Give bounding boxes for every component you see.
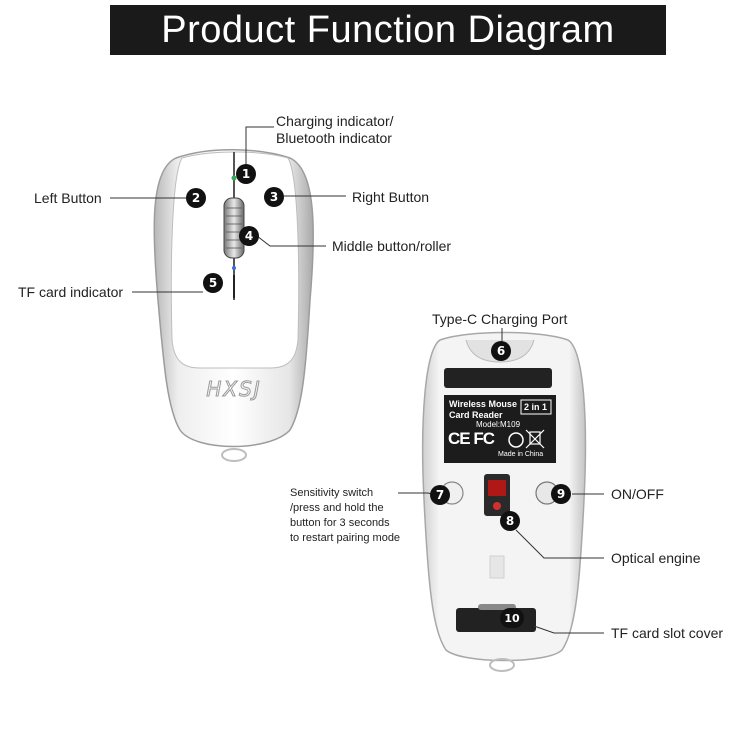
badge-7: 7 [430, 485, 450, 505]
label-type-c: Type-C Charging Port [432, 311, 568, 327]
leader-lines [110, 126, 604, 634]
label-tf-indicator: TF card indicator [18, 284, 124, 300]
weee-bin-icon [525, 429, 545, 449]
label-on-off: ON/OFF [611, 486, 664, 502]
badge-8: 8 [500, 511, 520, 531]
badge-5: 5 [203, 273, 223, 293]
label-charging-2: Bluetooth indicator [276, 130, 392, 146]
label-sensitivity-1: Sensitivity switch [290, 487, 374, 499]
label-sensitivity-3: button for 3 seconds [290, 517, 390, 529]
badge-1: 1 [236, 164, 256, 184]
label-optical: Optical engine [611, 550, 701, 566]
label-tf-cover: TF card slot cover [611, 625, 724, 641]
lanyard-loop-bottom [489, 658, 515, 672]
label-line-1: Wireless Mouse [449, 399, 517, 409]
badge-10: 10 [500, 608, 524, 628]
badge-9: 9 [551, 484, 571, 504]
top-foot-pad [444, 368, 552, 388]
label-line-2: Card Reader [449, 410, 503, 420]
badge-2: 2 [186, 188, 206, 208]
label-sensitivity-2: /press and hold the [290, 502, 384, 514]
brand-logo: HXSJ [206, 377, 261, 401]
label-origin: Made in China [498, 451, 544, 458]
badge-3: 3 [264, 187, 284, 207]
label-sensitivity-4: to restart pairing mode [290, 532, 401, 544]
label-left-button: Left Button [34, 190, 102, 206]
label-marks: CE FC [448, 429, 495, 448]
label-model: Model:M109 [476, 420, 521, 429]
label-right-button: Right Button [352, 189, 430, 205]
label-middle-button: Middle button/roller [332, 238, 452, 254]
mouse-top-view: HXSJ [153, 149, 315, 462]
lanyard-loop-top [221, 448, 247, 462]
tf-indicator-led [232, 266, 236, 270]
badge-6: 6 [491, 341, 511, 361]
badge-4: 4 [239, 226, 259, 246]
badge-2in1 [520, 399, 552, 415]
card-icon [489, 555, 505, 579]
diagram-title: Product Function Diagram [110, 5, 666, 55]
charging-indicator-led [231, 175, 237, 181]
product-label [444, 395, 556, 463]
rohs-10-icon [508, 432, 524, 448]
label-badge: 2 in 1 [524, 402, 548, 412]
tf-slot-cover [456, 608, 536, 632]
label-charging-1: Charging indicator/ [276, 113, 394, 129]
mouse-bottom-view [421, 331, 587, 672]
